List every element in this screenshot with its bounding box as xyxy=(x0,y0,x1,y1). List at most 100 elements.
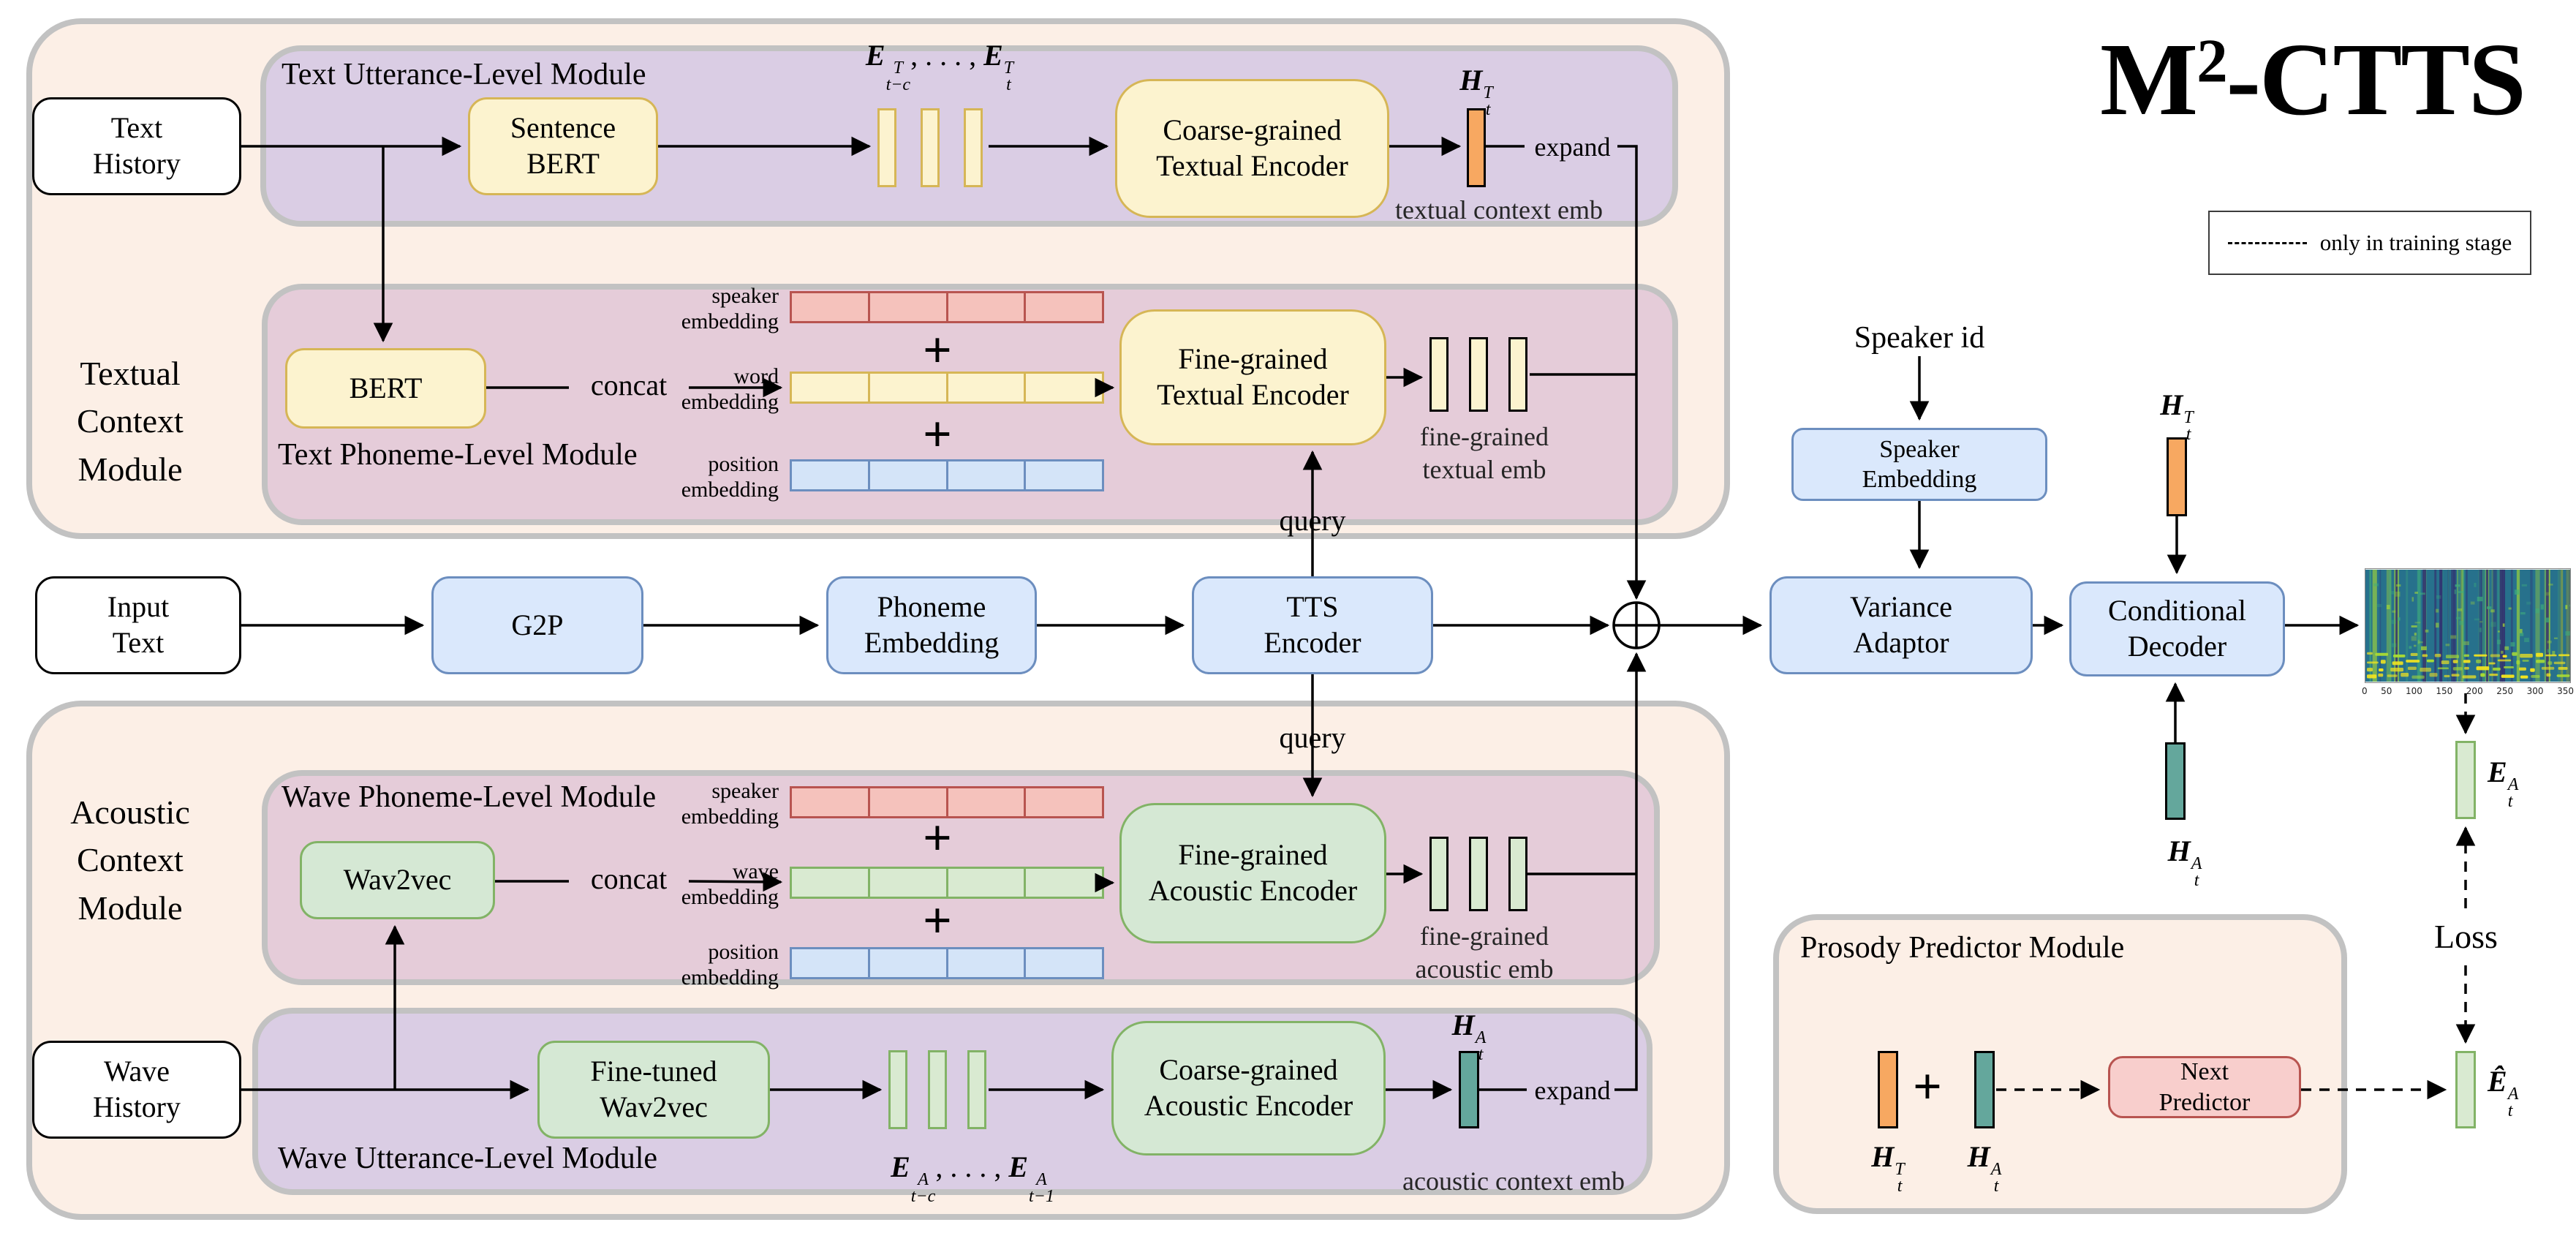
axis-tick: 300 xyxy=(2526,686,2544,696)
title-superscript: 2 xyxy=(2197,26,2228,96)
plus-icon: + xyxy=(923,810,952,867)
speaker-id-label: Speaker id xyxy=(1854,321,1985,355)
fine-textual-emb-bar-2 xyxy=(1469,337,1488,412)
text-utterance-level-module-title: Text Utterance-Level Module xyxy=(282,58,646,91)
g2p-box: G2P xyxy=(431,576,643,674)
textual-utterance-emb-bar-3 xyxy=(964,108,983,187)
ht-T-bar-textual-module xyxy=(1467,108,1486,187)
concat-label-acoustic: concat xyxy=(590,862,668,895)
wave-embedding-bar xyxy=(790,867,1104,899)
axis-tick: 150 xyxy=(2436,686,2453,696)
et-A-target-bar xyxy=(2455,741,2476,819)
spectrogram-axis-ticks: 0 50 100 150 200 250 300 350 xyxy=(2362,686,2574,696)
ht-T-bar-prosody xyxy=(1878,1051,1898,1128)
text-phoneme-level-module-title: Text Phoneme-Level Module xyxy=(278,438,638,472)
concat-label-textual: concat xyxy=(590,369,668,402)
textual-context-emb-caption: textual context emb xyxy=(1395,195,1603,225)
figure-title: M2-CTTS xyxy=(2100,21,2526,137)
expand-label-acoustic: expand xyxy=(1534,1076,1611,1105)
axis-tick: 200 xyxy=(2466,686,2483,696)
plus-icon: + xyxy=(923,407,952,463)
fine-acoustic-emb-bar-1 xyxy=(1429,837,1448,911)
prosody-predictor-module-title: Prosody Predictor Module xyxy=(1800,931,2125,965)
position-embedding-bar-textual xyxy=(790,459,1104,491)
wave-utterance-level-module-container xyxy=(252,1008,1653,1195)
fine-acoustic-emb-bar-3 xyxy=(1508,837,1527,911)
query-label-textual: query xyxy=(1279,504,1346,537)
wav2vec-box: Wav2vec xyxy=(300,841,495,919)
expand-label-textual: expand xyxy=(1534,132,1611,162)
speaker-embedding-bar-textual xyxy=(790,291,1104,323)
fine-textual-emb-bar-3 xyxy=(1508,337,1527,412)
wave-phoneme-level-module-title: Wave Phoneme-Level Module xyxy=(282,780,657,814)
axis-tick: 100 xyxy=(2405,686,2422,696)
axis-tick: 50 xyxy=(2381,686,2392,696)
textual-utterance-emb-bar-1 xyxy=(877,108,896,187)
acoustic-context-emb-caption: acoustic context emb xyxy=(1402,1166,1625,1196)
loss-label: Loss xyxy=(2402,917,2530,956)
fine-acoustic-emb-bar-2 xyxy=(1469,837,1488,911)
wave-utterance-level-module-title: Wave Utterance-Level Module xyxy=(278,1142,658,1175)
axis-tick: 250 xyxy=(2496,686,2514,696)
word-embedding-bar xyxy=(790,372,1104,404)
fine-textual-emb-bar-1 xyxy=(1429,337,1448,412)
textual-utterance-emb-bar-2 xyxy=(921,108,940,187)
acoustic-utterance-emb-bar-1 xyxy=(888,1050,907,1129)
legend-box: only in training stage xyxy=(2208,211,2531,275)
query-label-acoustic: query xyxy=(1279,721,1346,754)
ht-A-bar-acoustic-module xyxy=(1459,1051,1479,1128)
plus-icon: + xyxy=(923,323,952,379)
ht-A-bar-prosody xyxy=(1974,1051,1995,1128)
axis-tick: 350 xyxy=(2557,686,2574,696)
plus-icon: + xyxy=(1913,1059,1942,1115)
plus-icon: + xyxy=(923,893,952,949)
ht-T-bar-decoder-input xyxy=(2167,437,2187,516)
position-embedding-bar-acoustic xyxy=(790,947,1104,979)
speaker-embedding-bar-acoustic xyxy=(790,786,1104,818)
mel-spectrogram-image xyxy=(2365,568,2574,683)
acoustic-utterance-emb-bar-2 xyxy=(928,1050,947,1129)
axis-tick: 0 xyxy=(2362,686,2368,696)
acoustic-utterance-emb-bar-3 xyxy=(967,1050,986,1129)
dashed-line-icon xyxy=(2227,241,2307,244)
bert-box: BERT xyxy=(285,348,486,429)
ht-A-bar-decoder-input xyxy=(2165,742,2186,820)
et-A-predicted-bar xyxy=(2455,1051,2476,1128)
